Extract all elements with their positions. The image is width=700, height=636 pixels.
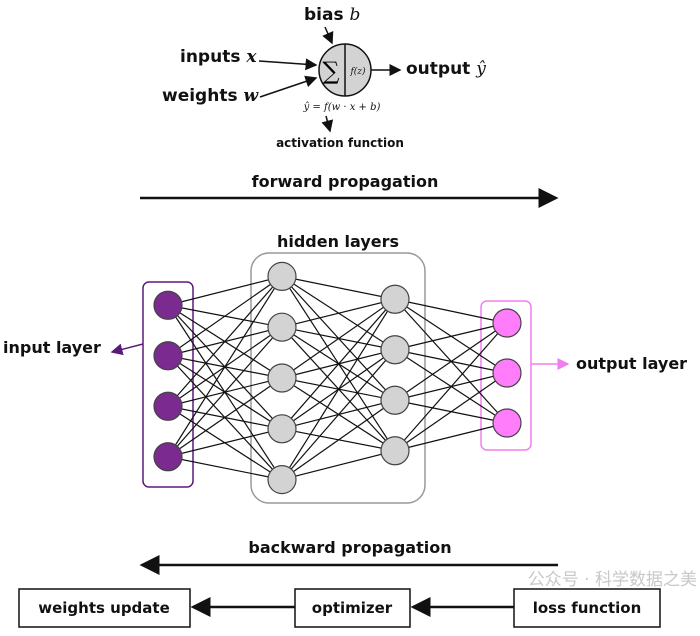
output-layer-label: output layer: [576, 354, 687, 373]
input-node: [153, 391, 183, 421]
connection-line: [167, 456, 283, 481]
activation-label: activation function: [276, 136, 404, 150]
activation-arrow: [321, 115, 334, 133]
connection-line: [167, 275, 283, 306]
optimizer-label: optimizer: [312, 599, 393, 617]
output-node: [492, 408, 522, 438]
connection-line: [281, 349, 396, 480]
connection-line: [394, 322, 508, 351]
connection-line: [281, 298, 396, 379]
connection-line: [167, 276, 283, 407]
input-node: [153, 290, 183, 320]
connection-line: [394, 298, 508, 324]
input-layer-label: input layer: [3, 338, 101, 357]
activation-symbol: f(z): [349, 66, 366, 77]
input-node: [153, 442, 183, 472]
nodes: [153, 261, 522, 495]
connection-line: [394, 322, 508, 401]
connection-line: [281, 298, 396, 480]
output-label: output ŷ: [406, 59, 486, 79]
hidden-layers-label: hidden layers: [277, 232, 399, 251]
connection-line: [394, 422, 508, 452]
hidden-node: [267, 363, 297, 393]
hidden-node: [380, 335, 410, 365]
backward-label: backward propagation: [248, 538, 451, 557]
input-layer-box: [142, 281, 194, 488]
connection-line: [281, 298, 396, 430]
bias-label: bias b: [304, 5, 360, 25]
weights-arrow: [259, 75, 318, 98]
input-layer-arrow: [110, 343, 144, 356]
connection-line: [167, 326, 283, 458]
hidden-node: [267, 261, 297, 291]
watermark: 公众号 · 科学数据之美: [528, 570, 697, 590]
connection-line: [167, 275, 283, 357]
weights-update-label: weights update: [38, 599, 170, 617]
output-node: [492, 308, 522, 338]
hidden-node: [380, 385, 410, 415]
connection-line: [394, 322, 508, 452]
hidden-node: [380, 284, 410, 314]
connection-line: [167, 428, 283, 458]
connection-line: [167, 276, 283, 458]
connections: [167, 275, 508, 481]
inputs-arrow: [258, 58, 318, 71]
connection-line: [281, 399, 396, 481]
weights-update-box: [18, 588, 191, 628]
formula: ŷ = f(w · x + b): [303, 102, 381, 113]
connection-line: [167, 377, 283, 458]
weights-label: weights w: [162, 86, 260, 106]
connection-line: [281, 275, 396, 300]
inputs-label: inputs x: [180, 47, 257, 67]
hidden-layers-box: [250, 252, 426, 504]
output-layer-box: [480, 300, 532, 451]
hidden-node: [267, 414, 297, 444]
connection-line: [281, 298, 396, 328]
hidden-node: [380, 436, 410, 466]
connection-line: [394, 372, 508, 452]
neuron-diagram: bias b inputs x weights w ∑ f(z) output …: [162, 5, 486, 150]
hidden-node: [267, 465, 297, 495]
connection-line: [281, 450, 396, 481]
bias-arrow: [322, 26, 334, 45]
output-node: [492, 358, 522, 388]
loss-function-label: loss function: [533, 599, 642, 617]
hidden-node: [267, 312, 297, 342]
forward-label: forward propagation: [252, 172, 439, 191]
input-node: [153, 341, 183, 371]
sum-symbol: ∑: [322, 57, 339, 85]
